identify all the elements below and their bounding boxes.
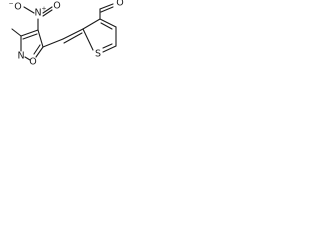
methyl-bond (11, 28, 22, 37)
bond-th-c3-c4-double (100, 22, 113, 30)
bond-c5-o1-double (33, 44, 41, 55)
bond-n-o-right (42, 6, 53, 14)
bond-th-c2-c3 (82, 18, 101, 30)
thiophene-sulfur-label: S (95, 49, 101, 60)
molecule-drawing: O − N + O O N O S (8, 0, 123, 68)
molecule-figure: O − N + O O N O S (0, 0, 136, 81)
ring-nitrogen-label: N (17, 51, 24, 62)
bond-n-o-right-double (42, 9, 53, 17)
bond-c4-c5 (37, 29, 44, 48)
aldehyde-oxygen-label: O (116, 0, 123, 9)
bond-o1-n2 (24, 56, 31, 61)
bond-th-c3-c4 (99, 18, 117, 28)
bond-th-c5-s-double (102, 43, 113, 49)
ring-oxygen-label: O (29, 57, 36, 68)
bond-c3-c4 (20, 29, 39, 37)
nitro-oxygen-left-label: O (14, 2, 21, 13)
bond-n-o-left (23, 6, 35, 14)
nitro-oxygen-charge: − (8, 1, 13, 8)
nitro-nitrogen-label: N (34, 8, 41, 19)
bond-th-c5-s (102, 45, 117, 53)
bond-vinyl-1 (42, 38, 64, 48)
bond-aldehyde-co (99, 3, 114, 10)
nitro-nitrogen-charge: + (41, 6, 46, 13)
bond-th-s-c2 (82, 28, 94, 51)
nitro-oxygen-right-label: O (53, 1, 60, 12)
bond-vinyl-2 (62, 28, 84, 40)
bond-c5-o1 (35, 46, 44, 58)
bond-aldehyde-co-double (100, 6, 114, 13)
bond-c3-c4-double (22, 33, 38, 40)
bond-vinyl-2-double (63, 32, 83, 44)
